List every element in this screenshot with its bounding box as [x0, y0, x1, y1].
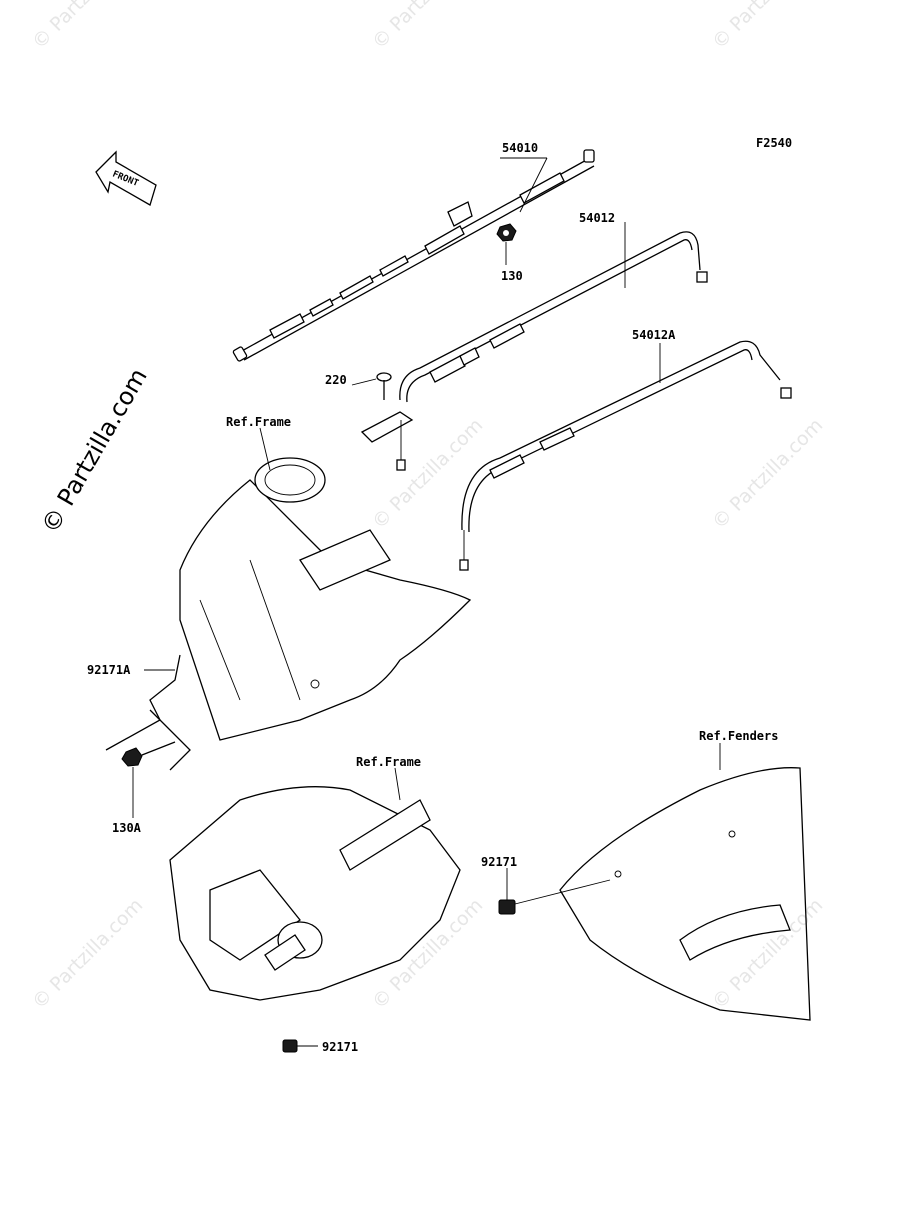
part-label: 54010	[502, 141, 538, 155]
reference-label: Ref.Frame	[356, 755, 421, 769]
faint-watermarks: © Partzilla.com © Partzilla.com © Partzi…	[28, 0, 827, 1014]
clip-92171-upper-icon	[498, 899, 516, 915]
part-label: 54012A	[632, 328, 676, 342]
leader-lines	[132, 157, 721, 1047]
part-label: 130	[501, 269, 523, 283]
faint-watermark: © Partzilla.com	[708, 414, 827, 533]
cable-54012	[360, 231, 708, 471]
part-label: 54012	[579, 211, 615, 225]
part-label: 130A	[112, 821, 142, 835]
part-label: 92171	[481, 855, 517, 869]
screw-220-icon	[376, 372, 392, 400]
faint-watermark: © Partzilla.com	[368, 894, 487, 1013]
reference-label: Ref.Frame	[226, 415, 291, 429]
faint-watermark: © Partzilla.com	[28, 0, 147, 54]
reference-label: Ref.Fenders	[699, 729, 778, 743]
cable-54012a	[459, 340, 792, 571]
part-labels: 54010 130 54012 54012A 220 92171A 130A 9…	[87, 141, 676, 1054]
part-label: 92171A	[87, 663, 131, 677]
faint-watermark: © Partzilla.com	[368, 0, 487, 54]
upper-frame	[179, 457, 472, 741]
part-label: 92171	[322, 1040, 358, 1054]
front-arrow-icon: FRONT	[95, 150, 157, 206]
faint-watermark: © Partzilla.com	[28, 894, 147, 1013]
bolt-130-icon	[496, 223, 517, 242]
fender	[559, 767, 811, 1021]
lower-frame	[169, 786, 461, 1001]
part-label: 220	[325, 373, 347, 387]
bolt-130a-icon	[121, 741, 176, 767]
figure-code: F2540	[756, 136, 792, 150]
faint-watermark: © Partzilla.com	[708, 0, 827, 54]
reference-labels: Ref.Frame Ref.Frame Ref.Fenders	[226, 415, 778, 769]
clip-92171-lower-icon	[282, 1039, 298, 1053]
clip-92171a-icon	[105, 654, 191, 771]
cable-54010	[232, 149, 595, 362]
copyright-watermark: © Partzilla.com	[36, 364, 153, 538]
